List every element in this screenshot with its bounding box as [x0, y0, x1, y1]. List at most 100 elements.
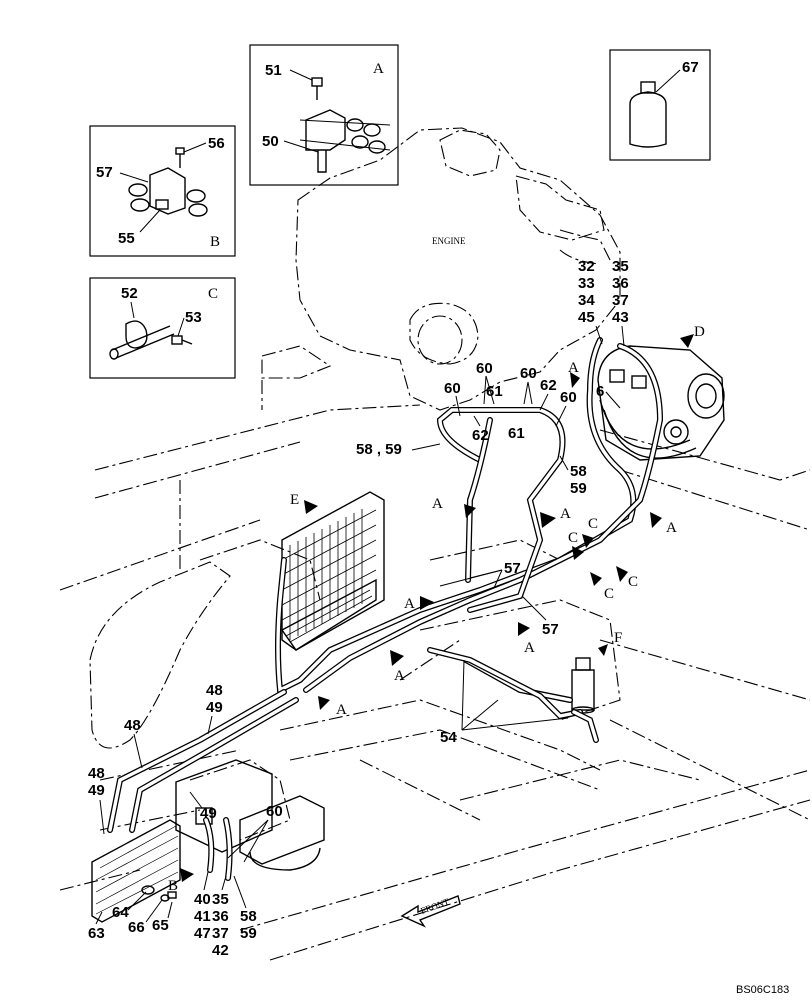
view-arrow-a4: A	[540, 506, 571, 528]
callout-62: 62	[540, 377, 557, 394]
view-arrow-a1: A	[568, 360, 580, 388]
callout-64: 64	[112, 904, 129, 921]
callout-63: 63	[88, 925, 105, 942]
callout-36: 36	[212, 908, 229, 925]
callout-62: 62	[472, 427, 489, 444]
callout-32: 32	[578, 258, 595, 275]
svg-text:C: C	[568, 530, 578, 546]
callout-42: 42	[212, 942, 229, 959]
detail-a-box: A 51 50	[249, 44, 399, 186]
hose-clip-icon	[109, 320, 193, 360]
callout-60: 60	[266, 803, 283, 820]
part-52-label: 52	[121, 285, 138, 302]
callout-60: 60	[476, 360, 493, 377]
evaporator-unit	[175, 759, 325, 871]
callouts: 32 33 34 45 35 36 37 43 6 60 60 61 62 60…	[88, 258, 629, 959]
svg-text:E: E	[290, 492, 299, 508]
callout-47: 47	[194, 925, 211, 942]
part-56-label: 56	[208, 135, 225, 152]
callout-58: 58	[240, 908, 257, 925]
svg-text:A: A	[666, 520, 677, 536]
svg-text:A: A	[336, 702, 347, 718]
clamp-icon	[128, 147, 208, 217]
svg-text:D: D	[694, 324, 705, 340]
callout-57: 57	[542, 621, 559, 638]
callout-45: 45	[578, 309, 595, 326]
callout-48: 48	[124, 717, 141, 734]
svg-text:C: C	[588, 516, 598, 532]
front-direction-arrow: FRONT	[400, 895, 461, 928]
callout-58: 58	[570, 463, 587, 480]
view-arrow-a2: A	[650, 512, 677, 536]
callout-43: 43	[612, 309, 629, 326]
detail-b-letter: B	[210, 234, 220, 250]
callout-40: 40	[194, 891, 211, 908]
part-53-label: 53	[185, 309, 202, 326]
svg-text:A: A	[560, 506, 571, 522]
engine-outline: ENGINE	[295, 127, 621, 411]
view-arrow-c4: C	[616, 566, 638, 590]
hose-routing	[107, 337, 664, 881]
engine-label: ENGINE	[432, 236, 466, 246]
bolt-icon	[311, 77, 323, 100]
view-arrow-f: F	[598, 630, 622, 656]
detail-c-box: C 52 53	[89, 277, 236, 379]
callout-58-59: 58 , 59	[356, 441, 402, 458]
callout-49: 49	[88, 782, 105, 799]
svg-text:A: A	[524, 640, 535, 656]
svg-text:A: A	[394, 668, 405, 684]
callout-48: 48	[88, 765, 105, 782]
view-arrow-c1: C	[582, 516, 598, 548]
callout-66: 66	[128, 919, 145, 936]
callout-37: 37	[612, 292, 629, 309]
svg-text:F: F	[614, 630, 622, 646]
chassis-outline	[59, 345, 811, 961]
detail-c-letter: C	[208, 286, 218, 302]
detail-a-letter: A	[373, 61, 384, 77]
detail-67-box: 67	[609, 49, 711, 161]
front-label: FRONT	[419, 896, 451, 916]
receiver-drier	[571, 657, 595, 714]
callout-37: 37	[212, 925, 229, 942]
callout-49: 49	[200, 805, 217, 822]
condenser-unit	[280, 491, 385, 651]
view-arrow-a5: A	[404, 596, 434, 612]
refrigerant-bottle-icon	[629, 81, 667, 148]
callout-59: 59	[240, 925, 257, 942]
callout-41: 41	[194, 908, 211, 925]
callout-61: 61	[486, 383, 503, 400]
callout-34: 34	[578, 292, 595, 309]
callout-60: 60	[444, 380, 461, 397]
view-arrow-c2: C	[568, 530, 584, 560]
figure-code: BS06C183	[736, 984, 789, 996]
callout-35: 35	[212, 891, 229, 908]
callout-48: 48	[206, 682, 223, 699]
part-51-label: 51	[265, 62, 282, 79]
svg-text:C: C	[604, 586, 614, 602]
view-arrow-a8: A	[518, 622, 535, 656]
view-arrow-a3: A	[432, 496, 476, 518]
part-67-label: 67	[682, 59, 699, 76]
callout-60: 60	[520, 365, 537, 382]
view-arrow-b: B	[168, 868, 194, 894]
detail-b-box: B 56 57 55	[89, 125, 236, 257]
filter-panel	[91, 819, 181, 923]
part-57-label: 57	[96, 164, 113, 181]
callout-54: 54	[440, 729, 457, 746]
svg-text:B: B	[168, 878, 178, 894]
callout-65: 65	[152, 917, 169, 934]
view-arrow-e: E	[290, 492, 318, 514]
part-55-label: 55	[118, 230, 135, 247]
svg-text:C: C	[628, 574, 638, 590]
part-50-label: 50	[262, 133, 279, 150]
svg-text:A: A	[432, 496, 443, 512]
view-arrow-d: D	[680, 324, 705, 348]
clamp-bracket-icon	[299, 109, 391, 173]
callout-35: 35	[612, 258, 629, 275]
svg-text:A: A	[404, 596, 415, 612]
callout-59: 59	[570, 480, 587, 497]
callout-6: 6	[596, 383, 604, 400]
view-arrow-a6: A	[390, 650, 405, 684]
callout-57: 57	[504, 560, 521, 577]
